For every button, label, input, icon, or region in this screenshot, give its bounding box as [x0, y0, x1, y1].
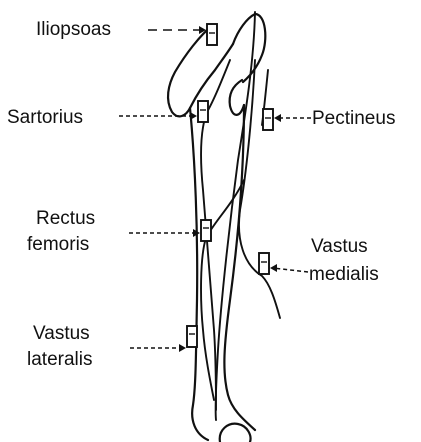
pectineus-electrode — [263, 109, 273, 130]
label-vastus-medialis-line1: Vastus — [311, 236, 368, 257]
label-vastus-lateralis-line2: lateralis — [27, 349, 92, 370]
vastus-medialis-line — [239, 60, 280, 318]
label-rectus-femoris-line2: femoris — [27, 234, 89, 255]
label-iliopsoas: Iliopsoas — [36, 19, 111, 40]
label-vastus-lateralis-line1: Vastus — [33, 323, 90, 344]
label-sartorius: Sartorius — [7, 107, 83, 128]
label-vastus-medialis-line2: medialis — [309, 264, 379, 285]
label-pectineus: Pectineus — [312, 108, 395, 129]
vastus-lateralis-electrode — [187, 326, 197, 347]
sartorius-electrode — [198, 101, 208, 122]
iliopsoas-electrode — [207, 24, 217, 45]
leader-lines — [119, 30, 311, 348]
rectus-femoris-electrode — [201, 220, 211, 241]
label-rectus-femoris-line1: Rectus — [36, 208, 95, 229]
vastus-medialis-leader — [273, 268, 308, 272]
vastus-medialis-electrode — [259, 253, 269, 274]
